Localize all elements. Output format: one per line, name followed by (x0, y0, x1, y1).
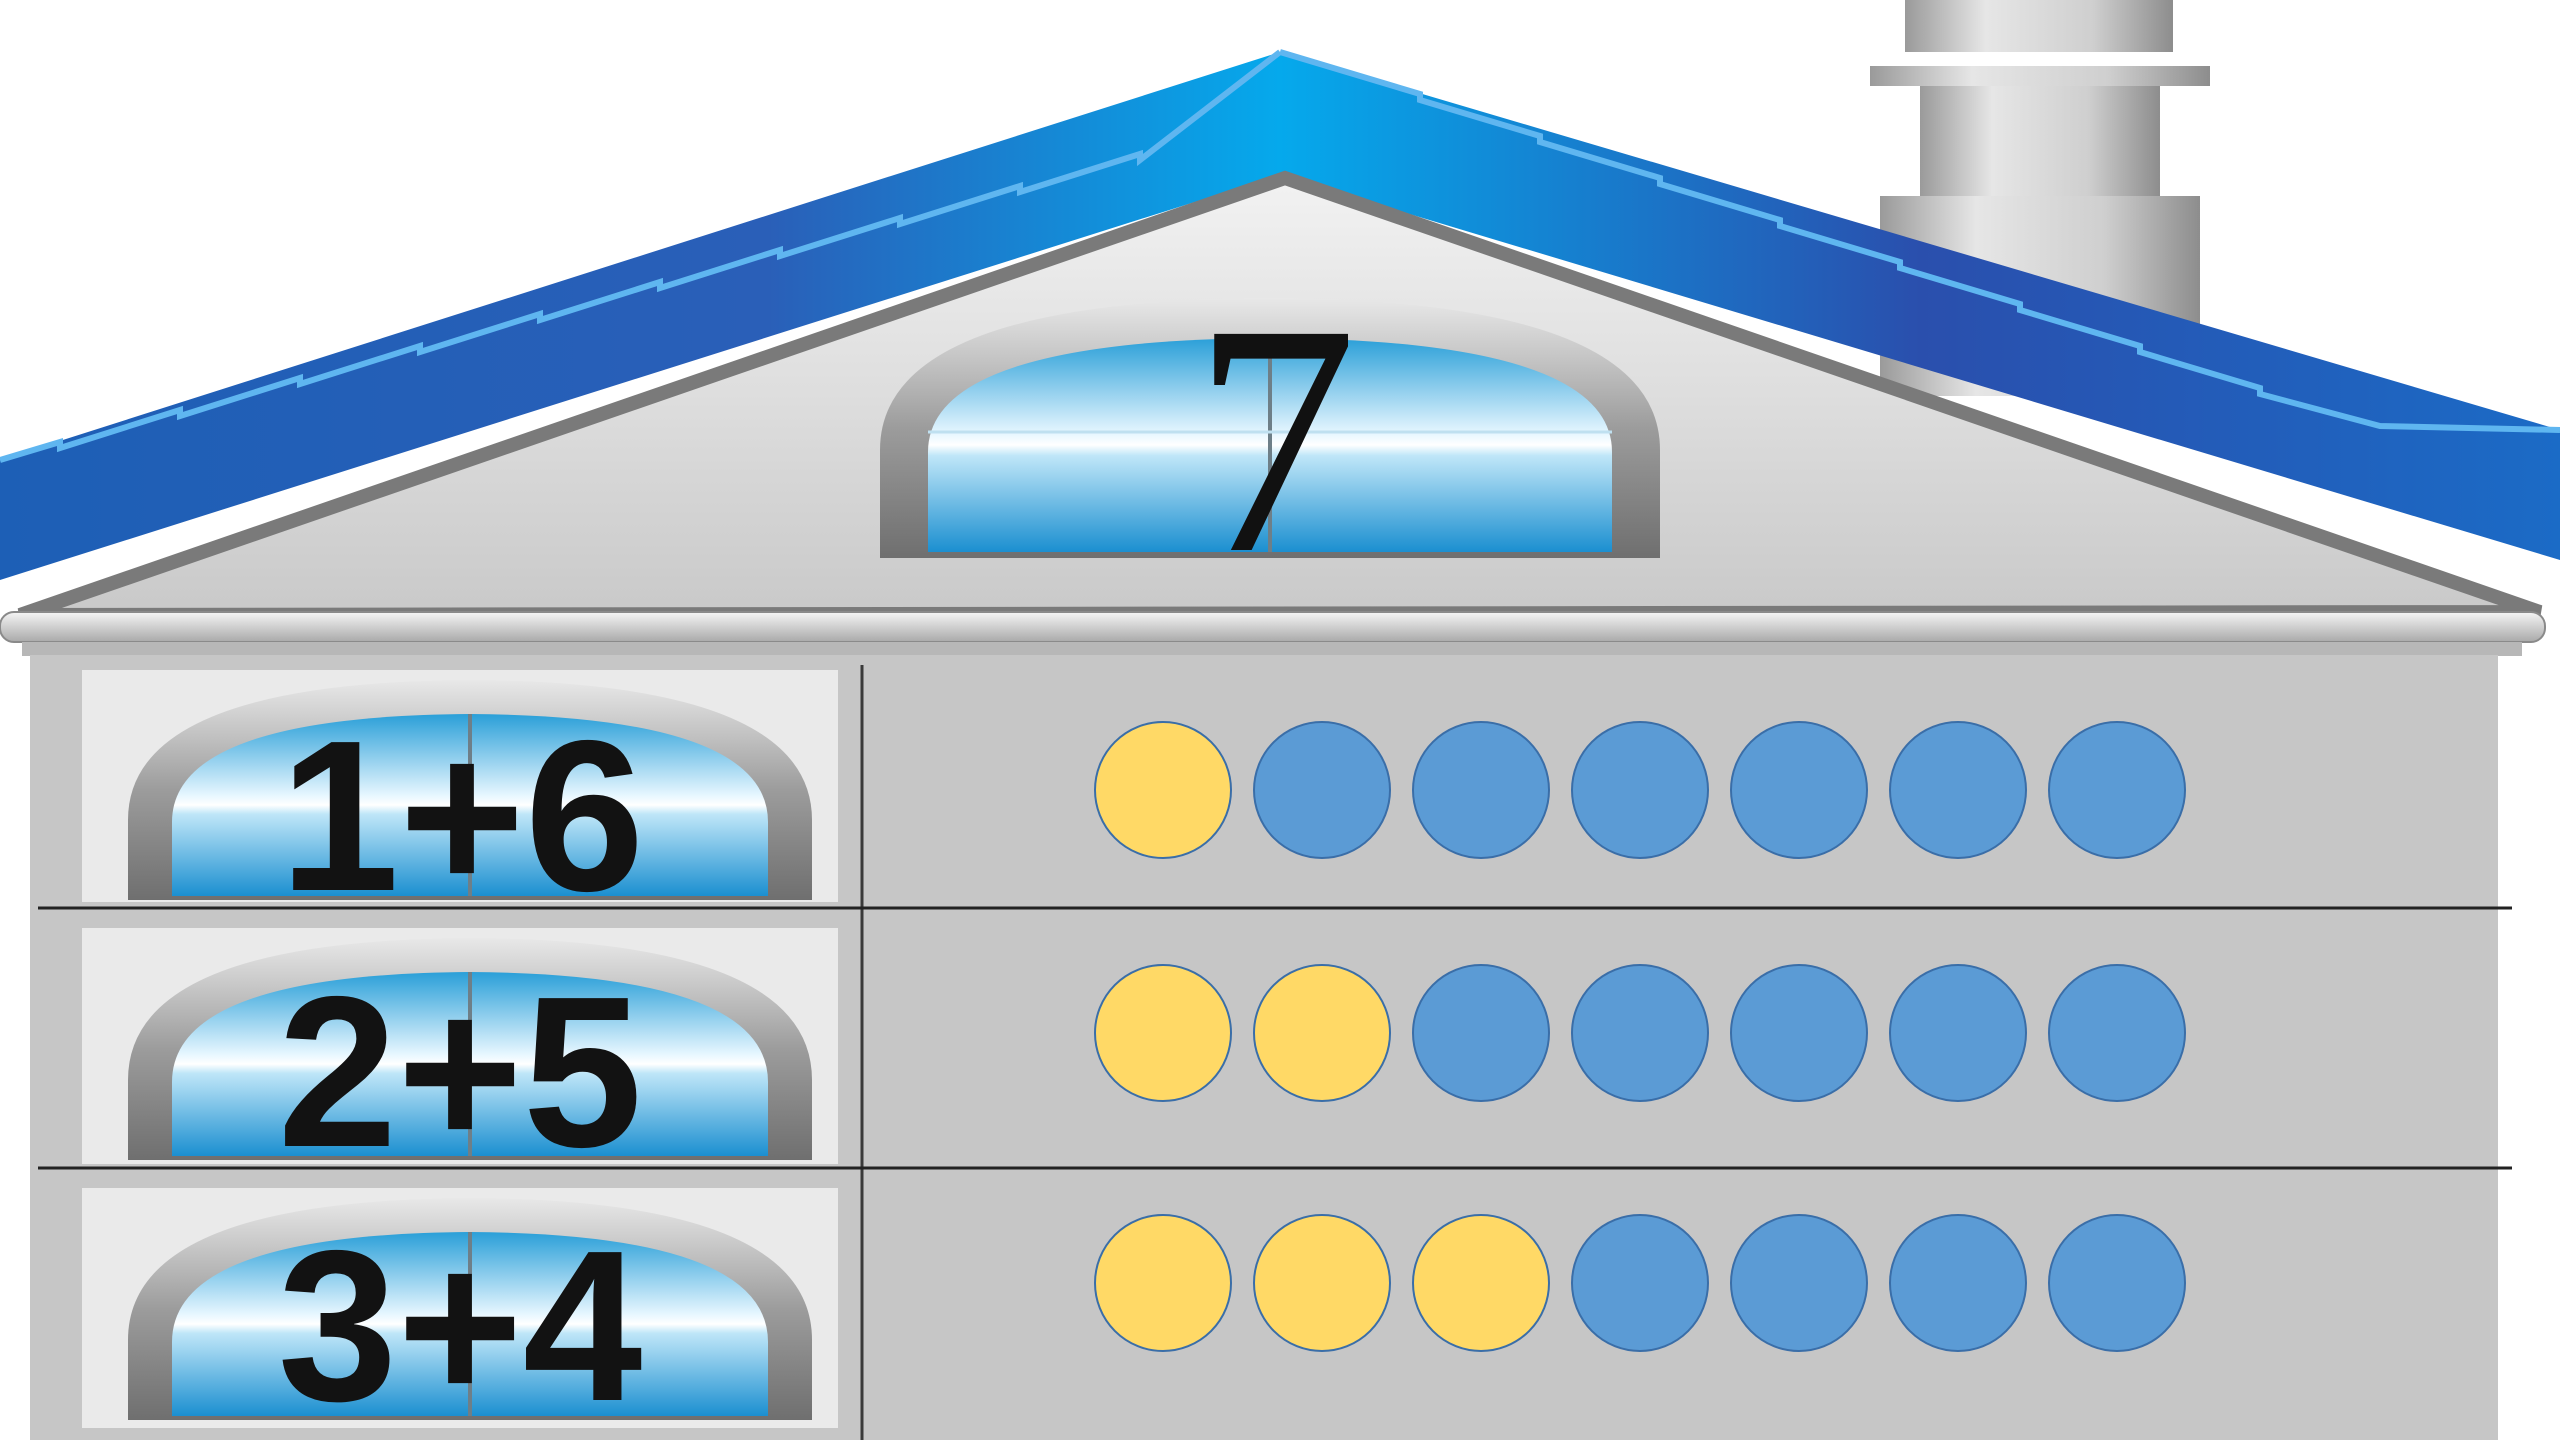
blue-counter (1572, 722, 1708, 858)
blue-counter (1572, 965, 1708, 1101)
blue-counter (2049, 1215, 2185, 1351)
cornice (0, 612, 2545, 656)
total-number: 7 (1193, 257, 1358, 622)
blue-counter (2049, 965, 2185, 1101)
blue-counter (1731, 965, 1867, 1101)
blue-counter (1731, 1215, 1867, 1351)
blue-counter (1890, 1215, 2026, 1351)
blue-counter (1890, 722, 2026, 858)
blue-counter (1413, 722, 1549, 858)
equation-label: 1+6 (280, 695, 645, 936)
yellow-counter (1095, 722, 1231, 858)
equation-label: 3+4 (278, 1205, 643, 1440)
yellow-counter (1095, 1215, 1231, 1351)
blue-counter (2049, 722, 2185, 858)
yellow-counter (1254, 965, 1390, 1101)
yellow-counter (1413, 1215, 1549, 1351)
yellow-counter (1095, 965, 1231, 1101)
blue-counter (1731, 722, 1867, 858)
blue-counter (1890, 965, 2026, 1101)
blue-counter (1254, 722, 1390, 858)
equation-label: 2+5 (278, 951, 643, 1192)
blue-counter (1413, 965, 1549, 1101)
blue-counter (1572, 1215, 1708, 1351)
yellow-counter (1254, 1215, 1390, 1351)
